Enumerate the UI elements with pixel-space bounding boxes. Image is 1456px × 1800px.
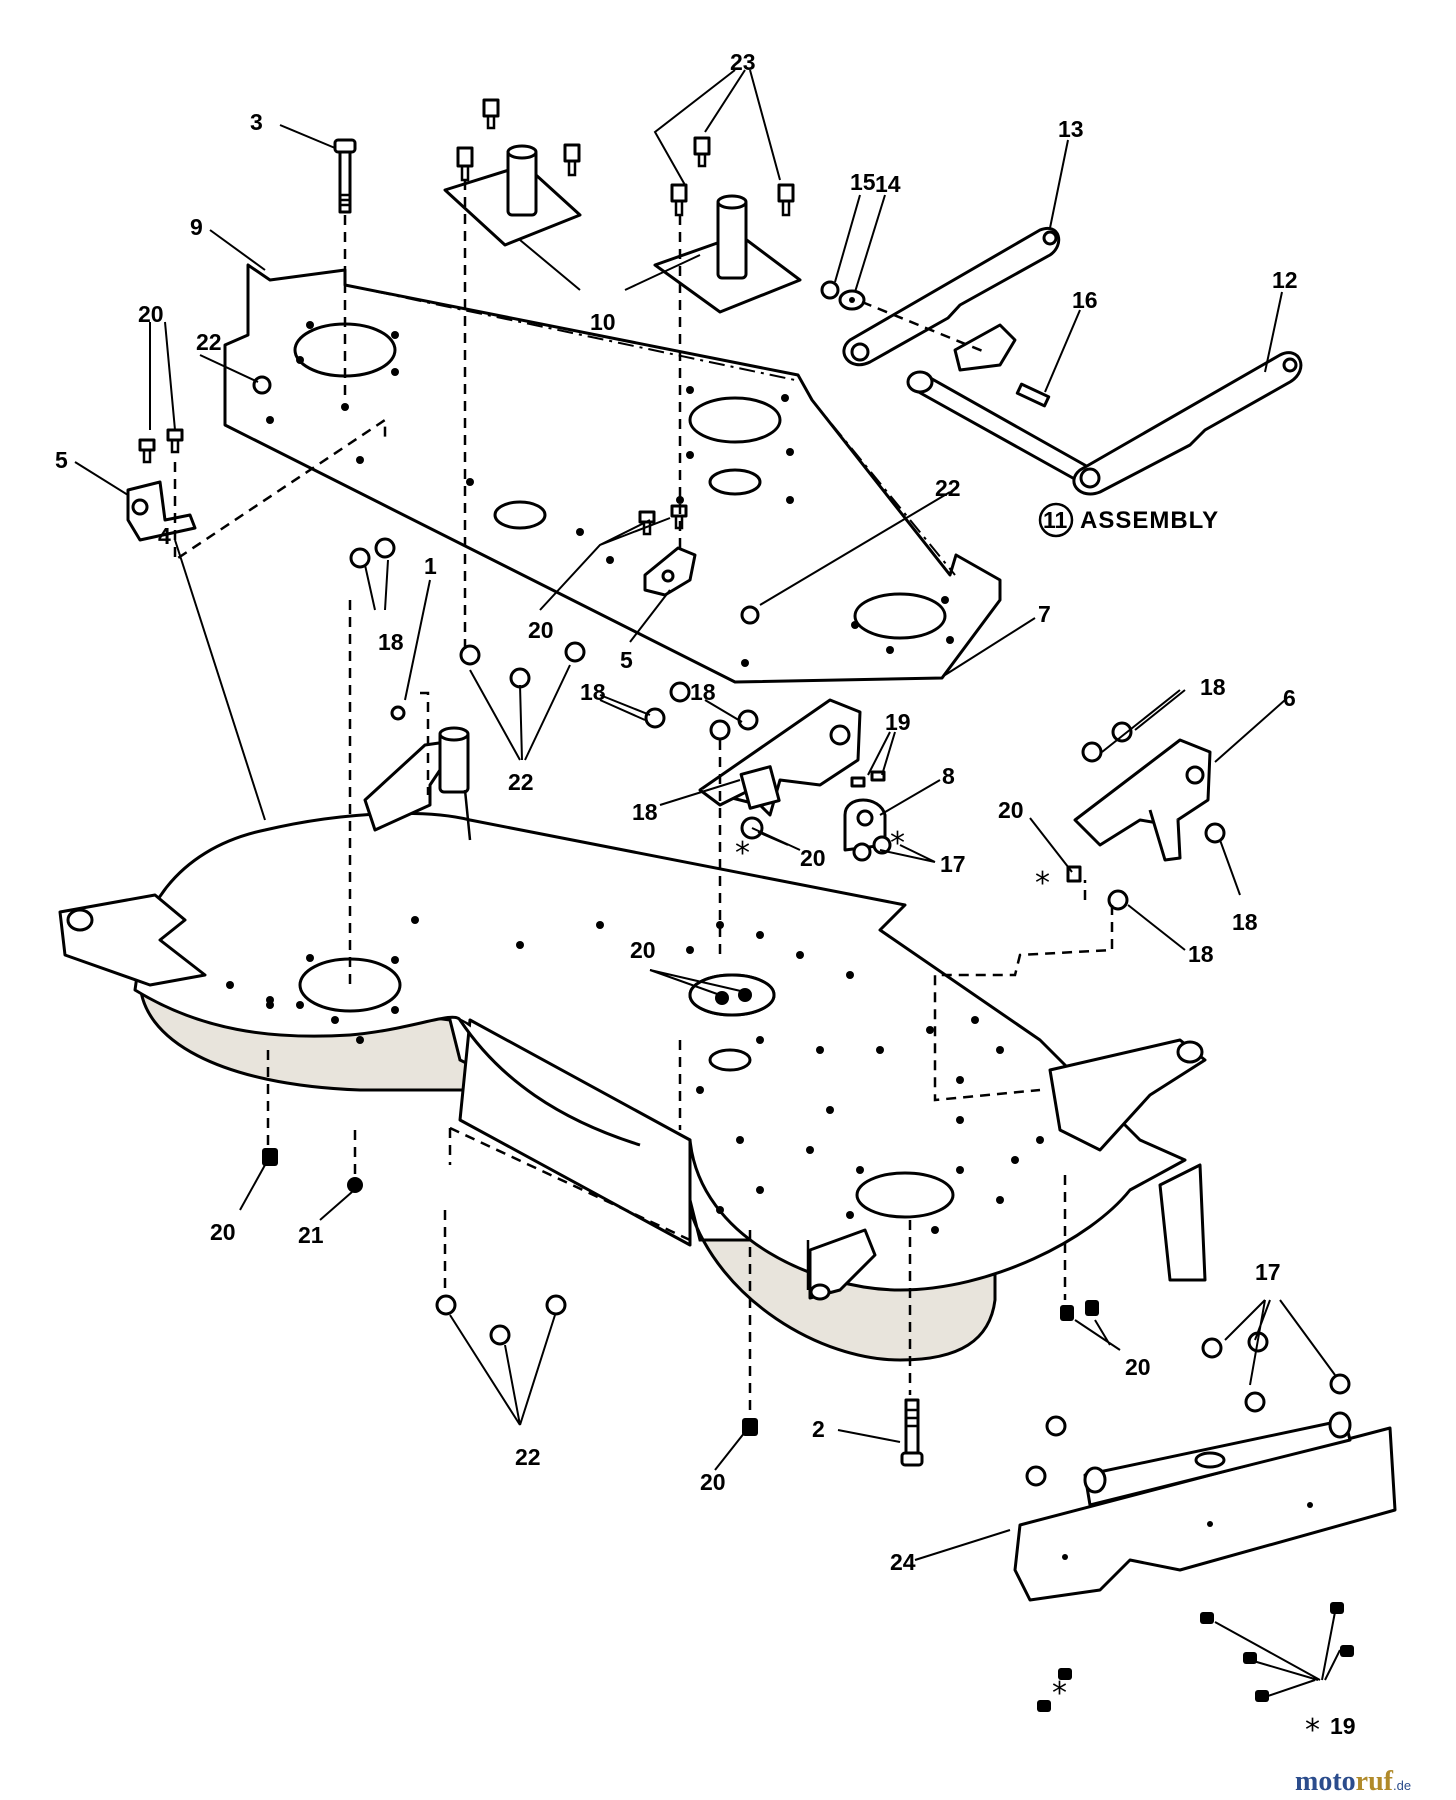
bolts-20-left xyxy=(138,428,184,464)
callout-13: 13 xyxy=(1058,116,1084,142)
spindle-mount-left xyxy=(443,144,582,247)
bolt-2 xyxy=(900,1398,924,1467)
nuts-22 xyxy=(252,375,760,689)
callout-19-lower: 19 xyxy=(1330,1713,1356,1739)
bracket-6 xyxy=(1073,738,1212,862)
callout-14: 14 xyxy=(875,171,901,197)
bolts-below-deck xyxy=(262,1148,1099,1436)
callout-17-mid: 17 xyxy=(940,851,966,877)
svg-text:*: * xyxy=(1305,1713,1320,1748)
callout-10: 10 xyxy=(590,309,616,335)
callout-18-d: 18 xyxy=(632,799,658,825)
callout-7: 7 xyxy=(1038,601,1051,627)
callout-24: 24 xyxy=(890,1549,916,1575)
assembly-label: 11 ASSEMBLY xyxy=(1038,502,1219,538)
callout-18-g: 18 xyxy=(1188,941,1214,967)
asterisk-marks: * * * * * xyxy=(735,826,1320,1748)
mower-deck-housing xyxy=(58,726,1207,1362)
callout-5-center: 5 xyxy=(620,647,633,673)
callout-18-f: 18 xyxy=(1232,909,1258,935)
svg-text:*: * xyxy=(735,836,750,871)
callout-18-c: 18 xyxy=(690,679,716,705)
callout-8: 8 xyxy=(942,763,955,789)
callout-20-bottom-right: 20 xyxy=(1125,1354,1151,1380)
svg-text:*: * xyxy=(890,826,905,861)
nuts-17-lower xyxy=(1025,1331,1351,1487)
callout-20-deck: 20 xyxy=(630,937,656,963)
shaft-assembly-11 xyxy=(906,323,1092,484)
nuts-17 xyxy=(852,835,892,862)
callout-9: 9 xyxy=(190,214,203,240)
pin-16 xyxy=(1015,382,1051,408)
callout-3: 3 xyxy=(250,109,263,135)
callout-22-right: 22 xyxy=(935,475,961,501)
nut-15 xyxy=(820,280,840,300)
bracket-5-left xyxy=(126,480,197,542)
svg-text:motoruf.de: motoruf.de xyxy=(1295,1766,1411,1797)
callout-20-bottom-left: 20 xyxy=(210,1219,236,1245)
bracket-7 xyxy=(698,698,862,817)
bracket-5-center xyxy=(643,546,697,597)
guard-24 xyxy=(1013,1411,1397,1602)
callout-labels: 1 2 3 4 5 5 6 7 8 9 10 12 13 14 15 16 17… xyxy=(55,49,1356,1739)
clamp-8 xyxy=(843,798,887,852)
bolts-19-lower xyxy=(1037,1602,1354,1712)
callout-19-top: 19 xyxy=(885,709,911,735)
callout-18-e: 18 xyxy=(1200,674,1226,700)
callout-22-bottom: 22 xyxy=(515,1444,541,1470)
callout-20-bracket: 20 xyxy=(800,845,826,871)
bolt-1 xyxy=(390,705,406,721)
lift-arm-12 xyxy=(1072,351,1303,496)
callout-20-center: 20 xyxy=(528,617,554,643)
callout-6: 6 xyxy=(1283,685,1296,711)
assembly-text: ASSEMBLY xyxy=(1080,507,1219,534)
spindle-mount-right xyxy=(653,194,802,314)
bolt-3 xyxy=(333,138,357,214)
callout-12: 12 xyxy=(1272,267,1298,293)
callout-15: 15 xyxy=(850,169,876,195)
bolts-23 xyxy=(456,98,795,217)
svg-text:*: * xyxy=(1035,866,1050,901)
callout-4: 4 xyxy=(158,523,171,549)
callout-16: 16 xyxy=(1072,287,1098,313)
callout-18-a: 18 xyxy=(378,629,404,655)
leader-lines xyxy=(74,69,1341,1699)
callout-20-bottom-center: 20 xyxy=(700,1469,726,1495)
watermark-logo: motoruf.de xyxy=(1295,1766,1411,1797)
callout-1: 1 xyxy=(424,553,437,579)
bolts-19-top xyxy=(850,770,886,788)
callout-20-right: 20 xyxy=(998,797,1024,823)
callout-18-b: 18 xyxy=(580,679,606,705)
callout-22-left: 22 xyxy=(196,329,222,355)
callout-22-mid: 22 xyxy=(508,769,534,795)
assembly-lines xyxy=(266,180,1114,1415)
callout-5-left: 5 xyxy=(55,447,68,473)
assembly-number: 11 xyxy=(1043,507,1068,533)
nuts-18 xyxy=(349,537,1226,911)
callout-17-lower: 17 xyxy=(1255,1259,1281,1285)
svg-text:*: * xyxy=(1052,1676,1067,1711)
lift-arm-13 xyxy=(842,226,1061,367)
callout-2: 2 xyxy=(812,1416,825,1442)
callout-20-left: 20 xyxy=(138,301,164,327)
washer-14 xyxy=(838,289,866,311)
callout-23: 23 xyxy=(730,49,756,75)
callout-21: 21 xyxy=(298,1222,324,1248)
